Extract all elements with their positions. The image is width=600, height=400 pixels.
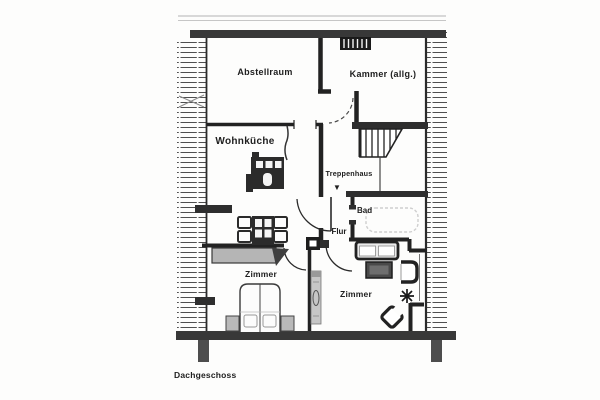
sofa: [354, 240, 400, 261]
room-label-flur: Flur: [331, 227, 346, 236]
radiator: [310, 270, 322, 325]
room-label-kammer: Kammer (allg.): [350, 69, 417, 79]
dining-chair: [273, 230, 288, 243]
door-flur-zimmer-right: [325, 244, 353, 272]
dining-chair: [237, 216, 252, 229]
bathtub: [365, 207, 419, 233]
plant-icon: [400, 289, 414, 303]
support-post-left: [198, 340, 209, 362]
room-label-treppenhaus: Treppenhaus: [326, 169, 373, 178]
burner-icon: [256, 161, 263, 168]
right-roof-hatch-band: [424, 30, 447, 331]
burner-icon: [275, 161, 282, 168]
chimney: [340, 37, 371, 50]
kitchen-unit: [246, 152, 284, 192]
room-label-zimmer-right: Zimmer: [340, 289, 372, 299]
room-label-wohnkueche: Wohnküche: [215, 136, 274, 147]
room-label-abstellraum: Abstellraum: [237, 67, 292, 77]
wall-pillar: [306, 237, 320, 250]
stair-landing-wall: [352, 122, 428, 129]
kitchen-partition-wall: [284, 125, 289, 161]
door-wohnkueche-flur: [296, 197, 332, 232]
pillow: [243, 314, 258, 328]
bottom-floor-slab: [176, 331, 456, 340]
sink-icon: [263, 173, 272, 186]
roof-ridge-lines: [178, 15, 446, 21]
stairs: [358, 128, 404, 191]
door-zimmer-left: [283, 247, 307, 271]
double-bed: [239, 283, 281, 332]
window-mark-icon: [178, 94, 205, 108]
dining-chair: [237, 230, 252, 243]
bad-door-jamb-top: [349, 205, 356, 210]
room-label-bad: Bad: [357, 206, 372, 215]
dining-set: [237, 216, 288, 245]
floor-label: Dachgeschoss: [174, 370, 236, 380]
room-label-zimmer-left: Zimmer: [245, 269, 277, 279]
burner-icon: [265, 161, 273, 168]
lounge-chair: [380, 305, 404, 329]
wardrobe-open-door: [272, 248, 289, 266]
bad-door-jamb-bottom: [349, 220, 356, 225]
door-kammer-dashed: [328, 97, 354, 124]
top-wall-slab: [190, 30, 446, 38]
dining-chair: [273, 216, 288, 229]
left-roof-hatch-band: [177, 38, 208, 331]
coffee-table: [365, 261, 393, 279]
bad-top-wall: [346, 191, 428, 197]
support-post-right: [431, 340, 442, 362]
left-wall-step-upper: [195, 205, 232, 213]
armchair: [400, 260, 419, 284]
stairs-down-arrow-icon: ▼: [333, 183, 341, 192]
nightstand-left: [225, 315, 240, 332]
wardrobe: [211, 247, 289, 266]
nightstand-right: [280, 315, 295, 332]
pillow: [262, 314, 277, 328]
left-wall-step-lower: [195, 297, 215, 305]
